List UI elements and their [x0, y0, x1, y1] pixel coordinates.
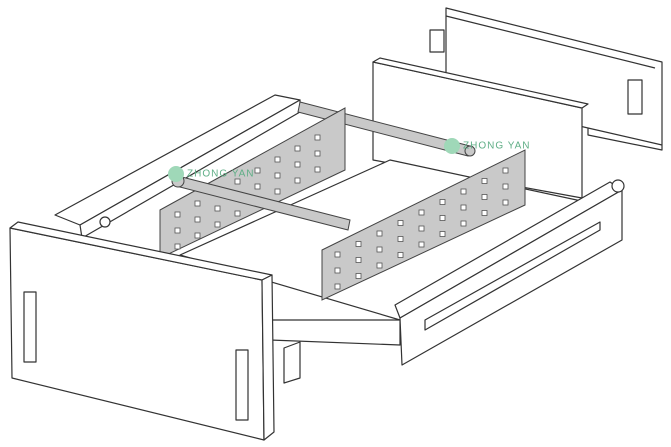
perforation-hole [194, 200, 201, 207]
perforation-hole [502, 199, 509, 206]
watermark-logo-icon [444, 138, 460, 154]
detached-back-panel [429, 7, 663, 151]
perforation-hole [174, 243, 181, 250]
perforation-hole [314, 134, 321, 141]
perforation-hole [274, 172, 281, 179]
watermark-text: ZHONG YAN [187, 168, 255, 180]
perforation-hole [294, 177, 301, 184]
perforation-hole [418, 225, 425, 232]
perforation-hole [376, 230, 383, 237]
perforation-hole [481, 194, 488, 200]
perforation-hole [234, 210, 241, 217]
perforation-hole [314, 166, 321, 173]
front-clip [283, 341, 301, 384]
perforation-hole [314, 150, 321, 157]
perforation-hole [334, 267, 341, 274]
perforation-hole [355, 257, 362, 263]
perforation-hole [274, 188, 281, 195]
perforation-hole [418, 241, 425, 248]
watermark-logo: ZHONG YAN [168, 166, 255, 182]
perforation-hole [214, 221, 221, 228]
perforation-hole [174, 227, 181, 234]
perforation-hole [174, 211, 181, 218]
right-drawer-side [394, 179, 625, 366]
perforation-hole [376, 246, 383, 253]
perforation-hole [254, 183, 261, 190]
perforation-hole [254, 167, 261, 174]
perforation-hole [194, 232, 201, 239]
perforation-hole [397, 236, 404, 242]
perforation-hole [334, 251, 341, 258]
perforation-hole [194, 216, 201, 223]
perforation-hole [397, 252, 404, 258]
left-gallery-plate [159, 107, 346, 259]
perforation-hole [481, 210, 488, 216]
perforation-hole [418, 209, 425, 216]
watermark-logo-2: ZHONG YAN [444, 138, 531, 154]
perforation-hole [460, 204, 467, 211]
perforation-hole [214, 205, 221, 212]
perforation-hole [355, 273, 362, 279]
perforation-hole [355, 241, 362, 247]
perforation-hole [439, 199, 446, 205]
front-panel [9, 221, 275, 441]
perforation-hole [294, 145, 301, 152]
perforation-hole [502, 167, 509, 174]
perforation-hole [294, 161, 301, 168]
perforation-hole [334, 283, 341, 290]
perforation-hole [439, 231, 446, 237]
perforation-hole [460, 188, 467, 195]
perforation-hole [397, 220, 404, 226]
perforation-hole [481, 178, 488, 184]
perforation-hole [274, 156, 281, 163]
perforation-hole [502, 183, 509, 190]
perforation-hole [460, 220, 467, 227]
perforation-hole [234, 178, 241, 185]
perforation-hole [439, 215, 446, 221]
watermark-text: ZHONG YAN [463, 140, 531, 152]
watermark-logo-icon [168, 166, 184, 182]
right-gallery-plate [321, 149, 526, 301]
perforation-hole [376, 262, 383, 269]
